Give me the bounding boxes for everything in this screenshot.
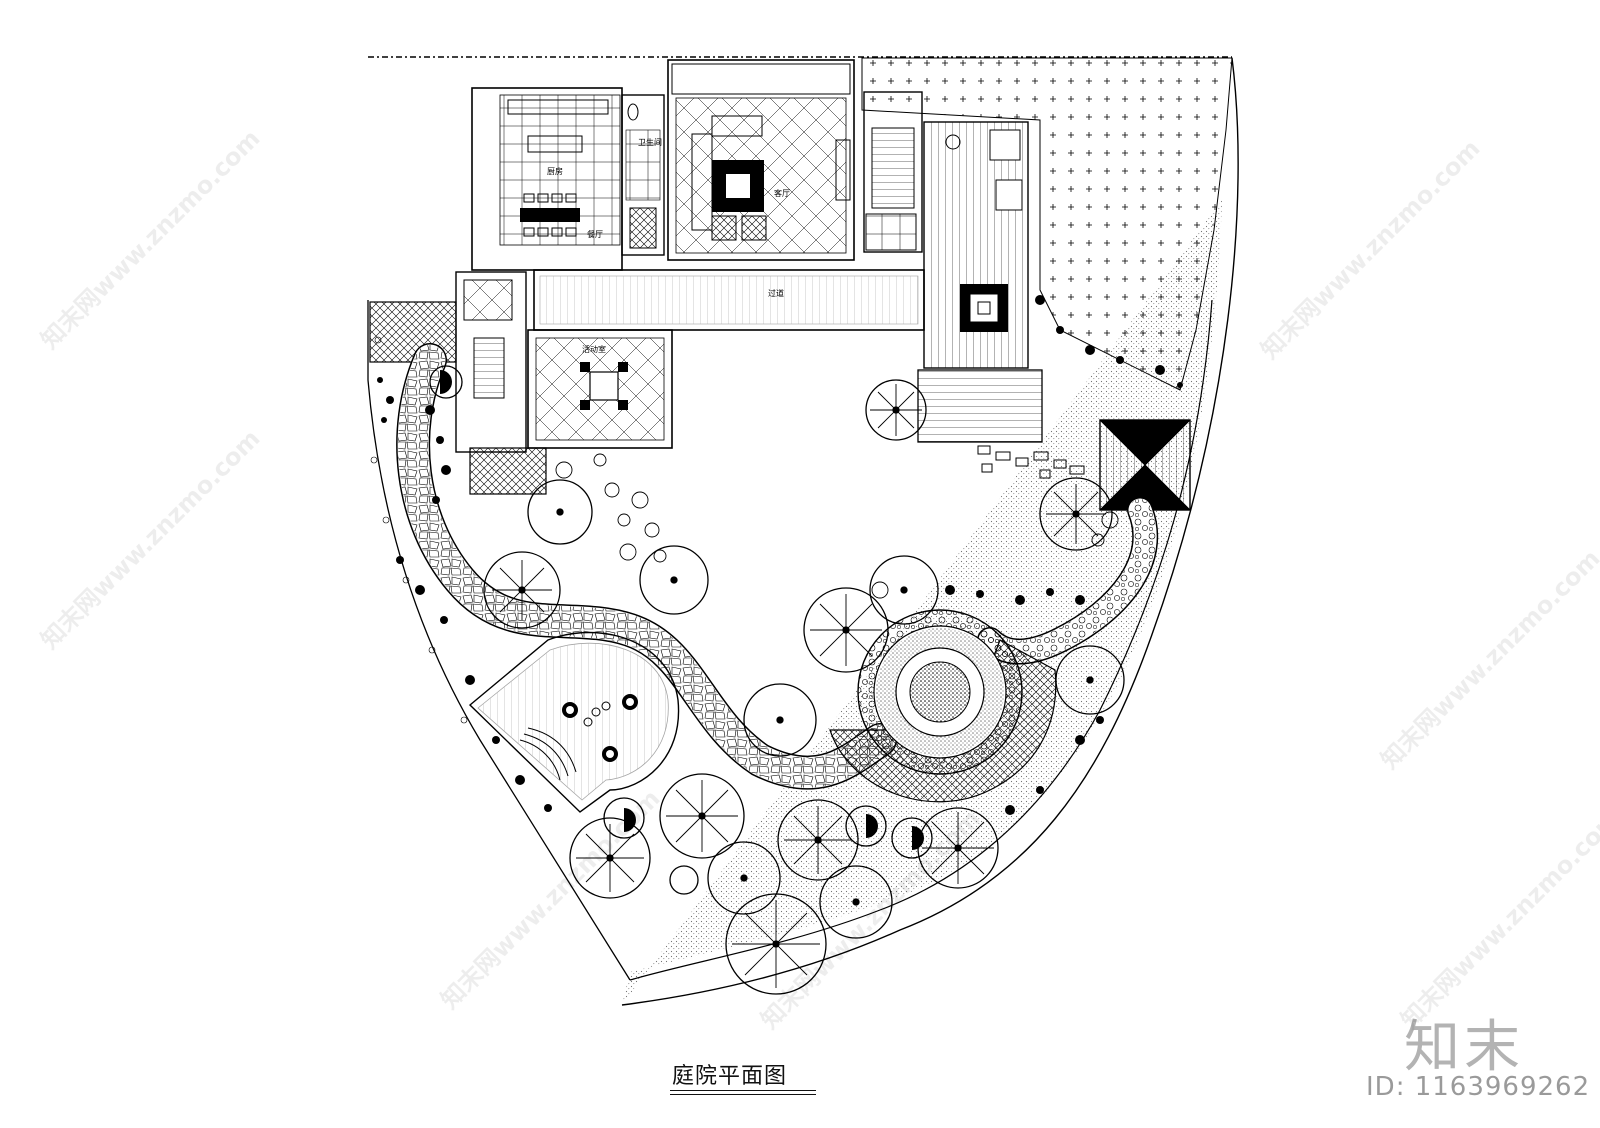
tree [869, 555, 939, 625]
stair-block [863, 91, 923, 253]
tree [891, 817, 933, 859]
title-underline-thin [670, 1094, 816, 1095]
kitchen-label: 厨房 [547, 166, 563, 176]
small-shrubs [555, 453, 1119, 599]
tree [1055, 645, 1125, 715]
bathroom-room: 卫生间 [621, 94, 665, 256]
tree [707, 841, 781, 915]
activity-label: 活动室 [582, 344, 606, 354]
tree [819, 865, 893, 939]
round-feature [857, 609, 1023, 775]
tree [527, 479, 593, 545]
edge-pebbles [370, 336, 468, 724]
dining-label: 餐厅 [587, 230, 603, 239]
kitchen-room: 厨房 餐厅 [471, 87, 623, 271]
title-underline [670, 1090, 816, 1091]
wood-deck [917, 121, 1043, 443]
living-room: 客厅 [667, 59, 855, 261]
shrub-beds [377, 295, 1183, 815]
bathroom-label: 卫生间 [638, 137, 662, 147]
drawing-title: 庭院平面图 [672, 1064, 788, 1089]
tree [429, 365, 463, 399]
corridor-label: 过道 [768, 288, 784, 298]
corridor: 过道 [533, 269, 925, 331]
tree-branches [492, 384, 1106, 988]
sunken-deck [468, 631, 680, 813]
tree [639, 545, 709, 615]
image-id: ID: 1163969262 [1366, 1072, 1591, 1102]
tree [743, 683, 817, 757]
brand-logo: 知末 [1404, 1015, 1524, 1080]
accent-shrubs [440, 370, 924, 850]
pavilion [1099, 419, 1191, 511]
tree [603, 797, 645, 839]
tree [845, 805, 887, 847]
activity-room: 活动室 [527, 329, 673, 449]
living-label: 客厅 [774, 188, 790, 198]
tree [669, 865, 699, 895]
